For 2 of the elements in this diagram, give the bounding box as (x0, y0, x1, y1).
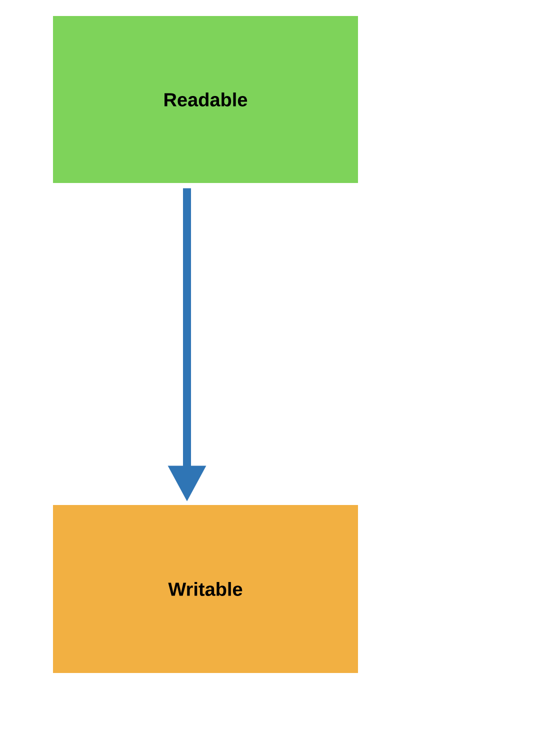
process-box: Writable (53, 505, 358, 673)
process-box: Readable (53, 16, 358, 183)
